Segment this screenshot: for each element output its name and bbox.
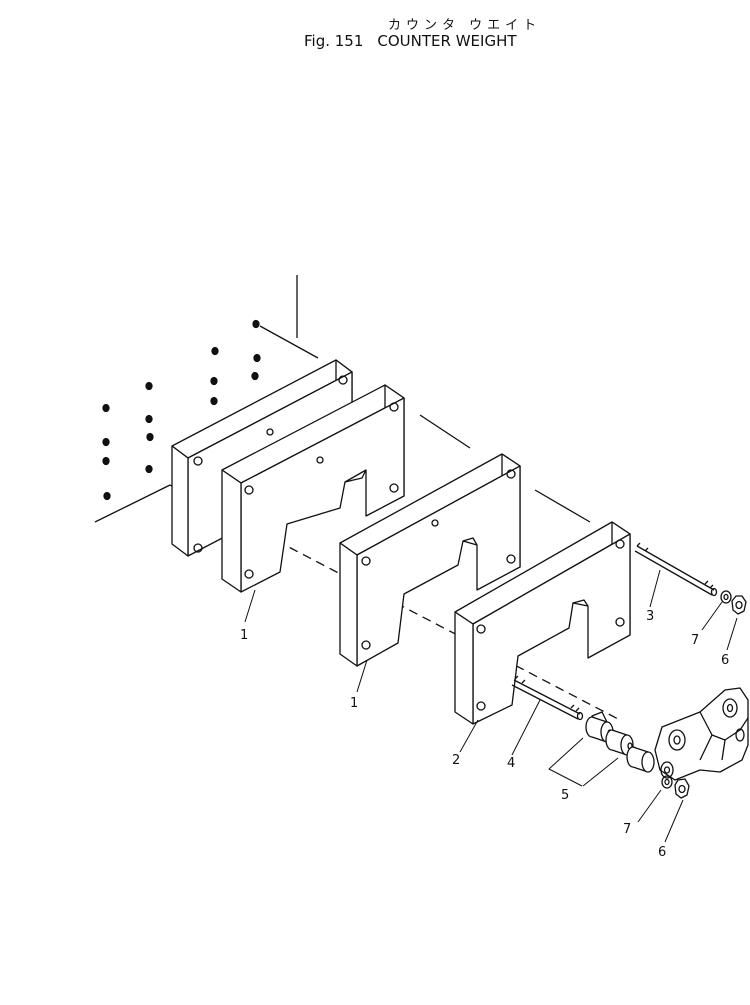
figure-number: Fig. 151 [304, 32, 364, 50]
washer-upper [720, 590, 732, 604]
spacer-collars [585, 711, 655, 773]
callout-4: 4 [507, 756, 515, 771]
title-japanese: カウンタ ウエイト [388, 18, 542, 33]
callout-6-upper: 6 [721, 653, 729, 668]
bolt-short [511, 675, 584, 721]
callout-numbers: 1 1 2 3 4 5 6 6 7 7 [240, 609, 729, 860]
nut-lower [674, 778, 690, 799]
callout-2: 2 [452, 753, 460, 768]
callout-3: 3 [646, 609, 654, 624]
washer-lower [661, 775, 673, 789]
callout-5: 5 [561, 788, 569, 803]
axis-lines [94, 275, 621, 721]
figure-title-english: COUNTER WEIGHT [377, 32, 517, 50]
callout-6-lower: 6 [658, 845, 666, 860]
mounting-bracket [654, 687, 749, 781]
callout-7-lower: 7 [623, 822, 631, 837]
nut-upper [731, 595, 747, 615]
bolt-long [634, 542, 718, 597]
leader-lines [244, 569, 738, 843]
figure-title: Fig. 151 COUNTER WEIGHT [304, 32, 517, 50]
callout-1-lower: 1 [350, 696, 358, 711]
callout-7-upper: 7 [691, 633, 699, 648]
weight-plate-notched-2 [339, 453, 521, 667]
weight-plate-notched-3 [454, 521, 631, 725]
weight-plate-notched-1 [221, 384, 405, 593]
callout-1-upper: 1 [240, 628, 248, 643]
loose-nuts [102, 319, 261, 501]
